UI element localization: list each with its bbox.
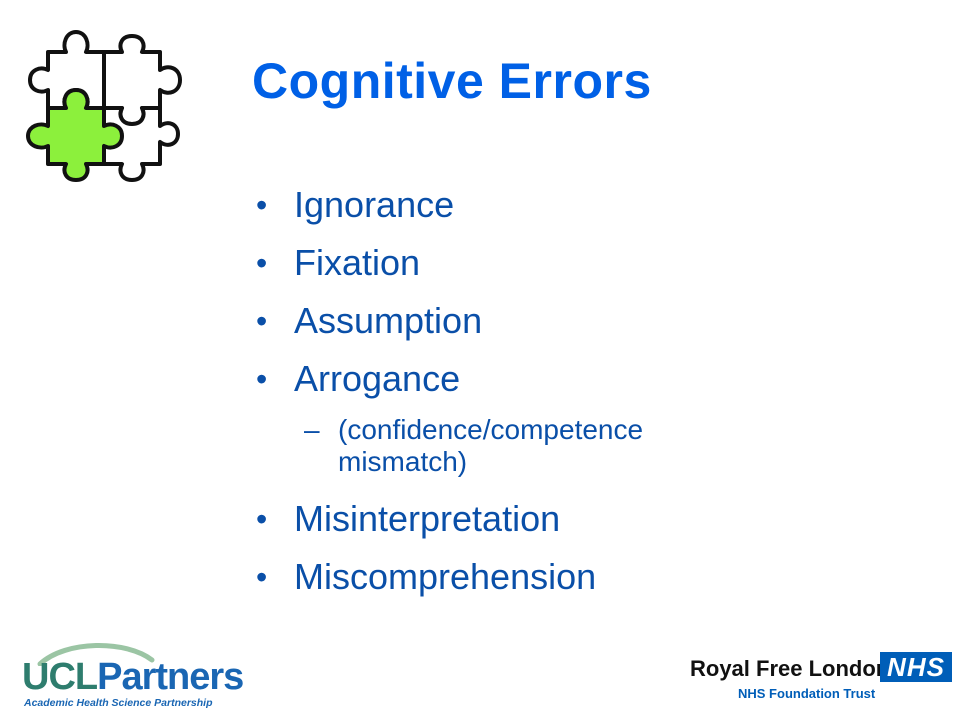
bullet-marker: • bbox=[256, 361, 268, 397]
bullet-marker: • bbox=[256, 501, 268, 537]
bullet-marker: • bbox=[256, 559, 268, 595]
uclpartners-logo: UCLPartners Academic Health Science Part… bbox=[22, 640, 244, 710]
sub-bullet-marker: – bbox=[304, 414, 320, 445]
royal-free-logo: Royal Free London NHS NHS Foundation Tru… bbox=[690, 648, 952, 708]
list-item: • Fixation bbox=[256, 234, 916, 292]
list-item: • Misinterpretation bbox=[256, 490, 916, 548]
list-item: • Miscomprehension bbox=[256, 548, 916, 606]
nhs-badge: NHS bbox=[880, 652, 952, 682]
list-item: • Arrogance bbox=[256, 350, 916, 408]
sub-list-item: – (confidence/competence mismatch) bbox=[304, 414, 758, 478]
bullet-marker: • bbox=[256, 187, 268, 223]
bullet-text: Arrogance bbox=[294, 358, 461, 399]
ucl-tagline: Academic Health Science Partnership bbox=[24, 697, 213, 709]
rfl-trust: NHS Foundation Trust bbox=[738, 686, 876, 701]
ucl-wordmark: UCLPartners bbox=[22, 656, 244, 698]
bullet-text: Fixation bbox=[294, 242, 421, 283]
bullet-marker: • bbox=[256, 245, 268, 281]
bullet-marker: • bbox=[256, 303, 268, 339]
list-item: • Ignorance bbox=[256, 176, 916, 234]
sub-bullet-text: (confidence/competence mismatch) bbox=[338, 414, 644, 477]
bullet-text: Assumption bbox=[294, 300, 483, 341]
puzzle-pieces-icon bbox=[26, 30, 182, 182]
bullet-list: • Ignorance • Fixation • Assumption • Ar… bbox=[256, 176, 916, 606]
slide-title: Cognitive Errors bbox=[252, 53, 652, 109]
bullet-text: Miscomprehension bbox=[294, 556, 597, 597]
logo-arc-icon bbox=[37, 643, 155, 666]
rfl-name: Royal Free London bbox=[690, 656, 890, 681]
bullet-text: Misinterpretation bbox=[294, 498, 561, 539]
bullet-text: Ignorance bbox=[294, 184, 455, 225]
list-item: • Assumption bbox=[256, 292, 916, 350]
